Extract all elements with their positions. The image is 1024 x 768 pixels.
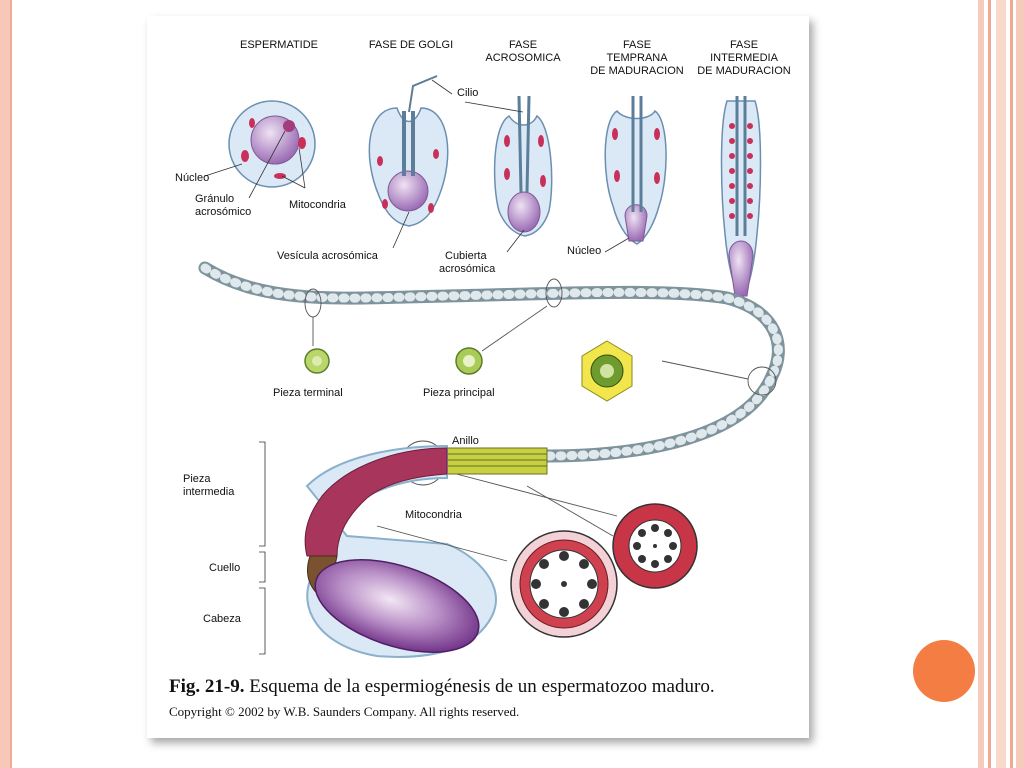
header-intermedia-2: INTERMEDIA [710,52,779,64]
label-mitocondria-1: Mitocondria [289,199,347,211]
label-nucleo-2: Núcleo [567,245,601,257]
tail-cross-section-yellow [581,340,633,402]
label-pieza-terminal: Pieza terminal [273,387,343,399]
figure-caption-text: Esquema de la espermiogénesis de un espe… [244,676,715,697]
label-cabeza: Cabeza [203,613,242,625]
label-cubierta-1: Cubierta [445,250,487,262]
label-cubierta-2: acrosómica [439,263,496,275]
header-acrosomica-2: ACROSOMICA [485,52,561,64]
header-golgi: FASE DE GOLGI [369,39,453,51]
label-granulo-1: Gránulo [195,193,234,205]
label-vesicula: Vesícula acrosómica [277,250,379,262]
label-mitocondria-2: Mitocondria [405,509,463,521]
label-nucleo-1: Núcleo [175,172,209,184]
region-brackets [259,441,266,655]
midpiece-cross-section-large [510,530,618,638]
header-temprana-2: TEMPRANA [606,52,668,64]
header-intermedia-1: FASE [730,39,758,51]
label-cilio: Cilio [457,87,478,99]
label-pieza-principal: Pieza principal [423,387,495,399]
figure-number: Fig. 21-9. [169,676,245,697]
spermiogenesis-diagram: ESPERMATIDE FASE DE GOLGI FASE ACROSOMIC… [175,39,791,658]
header-temprana-3: DE MADURACION [590,65,684,77]
stage-acrosomica [493,95,553,237]
stage-golgi [368,75,449,227]
label-cuello: Cuello [209,562,240,574]
stage-intermedia [720,96,762,302]
sperm-head-and-midpiece [304,444,548,658]
label-granulo-2: acrosómico [195,206,251,218]
stage-temprana [604,96,667,245]
sperm-tail [198,261,785,463]
label-pieza-intermedia-1: Pieza [183,473,211,485]
stage-espermatide [228,100,316,188]
pieza-terminal-section [304,348,330,374]
header-acrosomica-1: FASE [509,39,537,51]
header-espermatide: ESPERMATIDE [240,39,318,51]
slide-right-decoration [974,0,1024,768]
pieza-principal-section [455,347,483,375]
figure-caption: Fig. 21-9. Esquema de la espermiogénesis… [169,676,715,698]
label-pieza-intermedia-2: intermedia [183,486,235,498]
midpiece-cross-section-small [612,503,698,589]
figure-card: ESPERMATIDE FASE DE GOLGI FASE ACROSOMIC… [147,16,809,738]
header-intermedia-3: DE MADURACION [697,65,791,77]
header-temprana-1: FASE [623,39,651,51]
slide-left-border [0,0,12,768]
slide-accent-dot [913,640,975,702]
figure-copyright: Copyright © 2002 by W.B. Saunders Compan… [169,704,520,719]
label-anillo: Anillo [452,435,479,447]
